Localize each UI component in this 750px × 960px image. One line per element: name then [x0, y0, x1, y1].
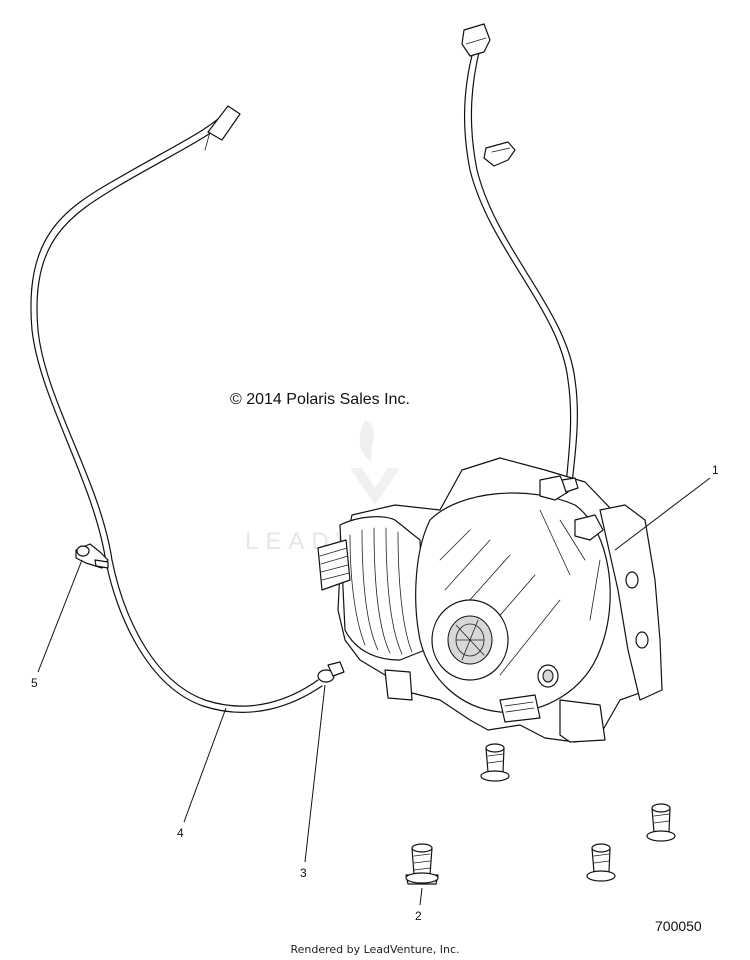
leader-3: [304, 684, 326, 863]
bolt-b[interactable]: [480, 743, 510, 782]
bolt-a[interactable]: [405, 843, 439, 885]
callout-3: 3: [300, 866, 307, 880]
bolt-c[interactable]: [586, 843, 616, 882]
copyright-notice: © 2014 Polaris Sales Inc.: [230, 391, 410, 408]
vent-hose-long[interactable]: [30, 105, 323, 713]
rendered-by-footer: Rendered by LeadVenture, Inc.: [290, 943, 460, 956]
leader-4: [183, 707, 227, 823]
callout-1: 1: [712, 463, 719, 477]
callout-5: 5: [31, 676, 38, 690]
front-gearcase-assembly[interactable]: [317, 457, 663, 743]
hose-clamp-5[interactable]: [75, 543, 109, 569]
callout-4: 4: [177, 826, 184, 840]
hose-clip-3[interactable]: [317, 661, 345, 683]
leader-1: [614, 477, 711, 551]
bolt-d[interactable]: [646, 803, 676, 842]
vent-hose-upper[interactable]: [461, 23, 578, 486]
leader-5: [37, 559, 83, 673]
watermark-logo: [350, 420, 400, 505]
hose-connector-upper[interactable]: [483, 141, 516, 167]
leader-2: [419, 887, 423, 906]
callout-2: 2: [415, 909, 422, 923]
diagram-number: 700050: [655, 918, 702, 934]
